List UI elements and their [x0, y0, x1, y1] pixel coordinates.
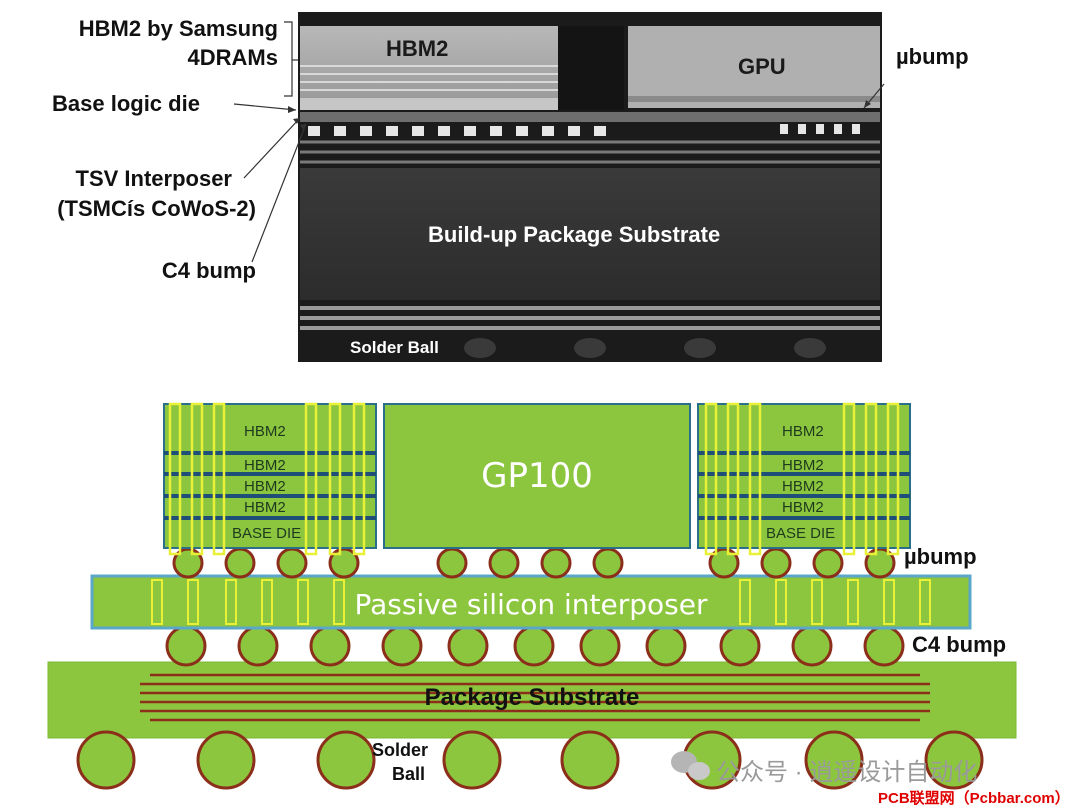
hbm-left-label-2: HBM2 [244, 457, 286, 474]
photo-label-substrate: Build-up Package Substrate [428, 222, 721, 247]
solder-ball [804, 730, 864, 790]
solder-ball [560, 730, 620, 790]
hbm-right-label-3: HBM2 [782, 478, 824, 495]
wechat-icon [671, 751, 710, 780]
package-substrate [47, 661, 1017, 739]
hbm-left-label-1: HBM2 [244, 423, 286, 440]
watermark-text: 公众号 · 逍遥设计自动化 [716, 759, 978, 786]
gp100-die [383, 403, 691, 549]
site-credit: PCB联盟网（Pcbbar.com） [878, 790, 1070, 807]
hbm-right-label-2: HBM2 [782, 457, 824, 474]
solder-ball [442, 730, 502, 790]
hbm-right-label-4: HBM2 [782, 499, 824, 516]
hbm-left-base-die: BASE DIE [232, 525, 302, 542]
photo-label-solder-ball: Solder Ball [350, 338, 439, 357]
interposer-label: Passive silicon interposer [354, 588, 708, 621]
solder-label-line2: Ball [392, 764, 426, 784]
label-c4-bump-top: C4 bump [161, 258, 256, 283]
c4-bump-row [165, 625, 905, 667]
package-substrate-photo [300, 168, 880, 300]
label-base-logic-die: Base logic die [52, 91, 200, 116]
tsv-interposer-photo [300, 112, 880, 122]
solder-ball [76, 730, 136, 790]
hbm-right-label-1: HBM2 [782, 423, 824, 440]
c4-bump-row-photo [308, 124, 860, 136]
label-tsv-interposer: TSV Interposer [75, 166, 232, 191]
label-ubump-top: µbump [896, 44, 969, 69]
hbm2-stack-photo [300, 26, 558, 98]
leader-lines-top [233, 21, 885, 263]
label-hbm2-by-samsung: HBM2 by Samsung [78, 16, 278, 41]
hbm-right-base-die: BASE DIE [766, 525, 836, 542]
solder-label-line1: Solder [372, 740, 429, 760]
solder-ball [924, 730, 984, 790]
ubump-row [172, 547, 896, 579]
package-substrate-label: Package Substrate [424, 684, 640, 711]
label-cowos: (TSMCís CoWoS-2) [57, 196, 256, 221]
hbm-stack-left [163, 402, 377, 556]
hbm-left-label-3: HBM2 [244, 478, 286, 495]
hbm-stack-right [697, 402, 911, 556]
label-ubump-bottom: µbump [904, 544, 977, 569]
photo-label-gpu: GPU [738, 54, 786, 79]
solder-ball [316, 730, 376, 790]
solder-ball-row-photo [464, 338, 826, 358]
passive-silicon-interposer [90, 574, 972, 630]
label-c4-bump-bottom: C4 bump [912, 632, 1007, 657]
gp100-label: GP100 [481, 456, 593, 496]
hbm-left-label-4: HBM2 [244, 499, 286, 516]
gpu-die-photo [628, 26, 880, 108]
photo-label-hbm2: HBM2 [386, 36, 449, 61]
label-4drams: 4DRAMs [187, 45, 278, 70]
solder-ball [196, 730, 256, 790]
solder-ball-row [76, 730, 984, 790]
cross-section-photo [298, 12, 882, 362]
